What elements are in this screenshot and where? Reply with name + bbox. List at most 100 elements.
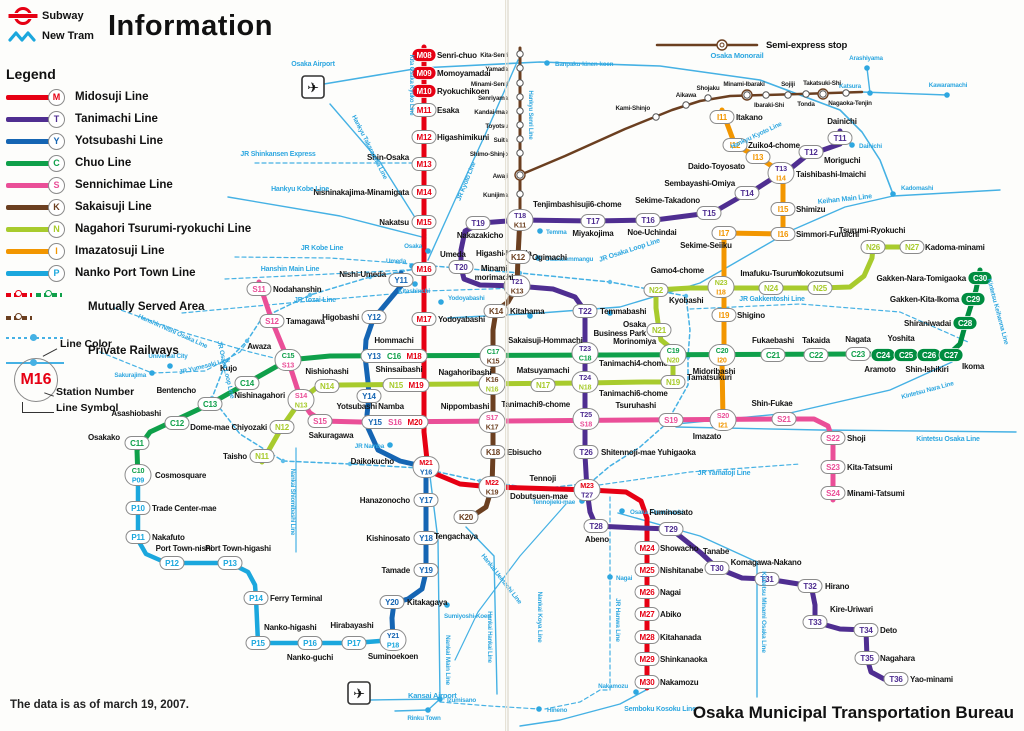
- railway-station-dot: [444, 602, 450, 608]
- station-name: Ogimachi: [532, 253, 567, 262]
- bureau-credit: Osaka Municipal Transportation Bureau: [692, 703, 1014, 722]
- station-name: Tengachaya: [434, 532, 478, 541]
- station-pill: [711, 226, 737, 240]
- legend-line-symbol: S: [48, 176, 65, 194]
- station-pill: [356, 389, 382, 403]
- station-name: Nakafuto: [152, 533, 185, 542]
- station-code: C26: [922, 351, 937, 360]
- station-name: Nodahanshin: [273, 285, 322, 294]
- station-name: Nagata: [845, 335, 871, 344]
- station-name: Business Park: [593, 329, 646, 338]
- station-code: I20: [717, 355, 727, 364]
- station-code: S15: [313, 417, 327, 426]
- station-name: Tenjimbashisuji6-chome: [533, 200, 622, 209]
- station-pill: [758, 281, 784, 295]
- station-pill: [453, 510, 479, 524]
- station-code: C12: [170, 419, 185, 428]
- station-pill: [269, 420, 295, 434]
- railway-hankyu-takarazuka: [329, 103, 427, 236]
- station-code: M08: [417, 51, 433, 60]
- station-pill: [709, 409, 737, 431]
- station-name: Ferry Terminal: [270, 594, 322, 603]
- station-name: Imafuku-Tsurumi: [740, 269, 801, 278]
- railway-name-label: JR Gakkentoshi Line: [739, 296, 805, 303]
- station-name: Kishinosato: [366, 534, 410, 543]
- station-name: Sakaisuji-Hommachi: [508, 336, 583, 345]
- station-code: Y11: [394, 276, 408, 285]
- station-name: Yokozutsumi: [797, 269, 844, 278]
- station-code: T17: [586, 217, 600, 226]
- station-code: S13: [282, 360, 294, 369]
- hankyu-station: [743, 91, 751, 99]
- railway-station-label: Osakatemmangu: [545, 256, 593, 263]
- station-name: Trade Center-mae: [152, 504, 217, 513]
- station-name: Higashimikuni: [437, 133, 489, 142]
- station-name: Zuiko4-chome: [748, 141, 801, 150]
- railway-station-label: Umeda: [386, 258, 407, 265]
- station-name: Namba: [378, 402, 404, 411]
- railway-station-label: Kitashinchi: [398, 288, 430, 295]
- station-code: N25: [813, 284, 828, 293]
- station-name: Asashiobashi: [111, 409, 161, 418]
- station-pill: [797, 579, 823, 593]
- station-code: C29: [966, 295, 981, 304]
- station-name: Daido-Toyosato: [688, 162, 745, 171]
- station-pill: [573, 445, 599, 459]
- station-code: S17: [486, 413, 498, 422]
- hankyu-station: [784, 91, 792, 99]
- railway-jr-yumesaki: [99, 340, 249, 374]
- station-name: Kadoma-minami: [925, 243, 985, 252]
- station-pill: [845, 347, 871, 361]
- station-name: Tsurumi-Ryokuchi: [839, 226, 905, 235]
- station-pill: [709, 110, 735, 124]
- railway-name-label: Hankyu Kobe Line: [271, 186, 329, 193]
- railway-keihan-main: [447, 189, 1001, 319]
- loop-station-dot: [683, 293, 689, 299]
- station-pill: [820, 431, 846, 445]
- station-code: K14: [489, 307, 504, 316]
- station-pill: [820, 486, 846, 500]
- railway-station-label: JR Namba: [355, 443, 385, 450]
- legend-private-label: Private Railways: [88, 344, 179, 357]
- station-pill: [827, 131, 853, 145]
- railway-station-dot: [849, 142, 855, 148]
- railway-name-label: Osaka Airport: [291, 61, 335, 68]
- railway-station-dot: [535, 255, 541, 261]
- station-pill: [382, 378, 430, 392]
- station-pill: [411, 312, 437, 326]
- station-code: N15: [389, 381, 404, 390]
- station-name: Osaka: [623, 320, 647, 329]
- station-code: T29: [664, 525, 678, 534]
- station-pill: [696, 206, 722, 220]
- station-code: T23: [579, 344, 591, 353]
- railway-station-label: Osaka Abenobashi: [630, 509, 684, 516]
- railway-station-label: Arashiyama: [849, 55, 883, 62]
- station-pill: [660, 375, 686, 389]
- hankyu-station-label: Minami-Ibaraki: [723, 81, 765, 88]
- legend-line-label: Yotsubashi Line: [75, 135, 163, 147]
- station-name: Miyakojima: [572, 229, 614, 238]
- station-name: Dainichi: [827, 117, 857, 126]
- railway-name-label: Nankai Shiomibashi Line: [289, 469, 295, 536]
- station-code: C17: [487, 347, 500, 356]
- station-code: T34: [859, 626, 873, 635]
- station-name: Tanabe: [703, 547, 730, 556]
- sample-station-circle: M16: [14, 358, 58, 402]
- legend-line-symbol: Y: [48, 132, 65, 150]
- station-pill: [899, 240, 925, 254]
- hankyu-station: [682, 101, 690, 109]
- station-code: T20: [454, 263, 468, 272]
